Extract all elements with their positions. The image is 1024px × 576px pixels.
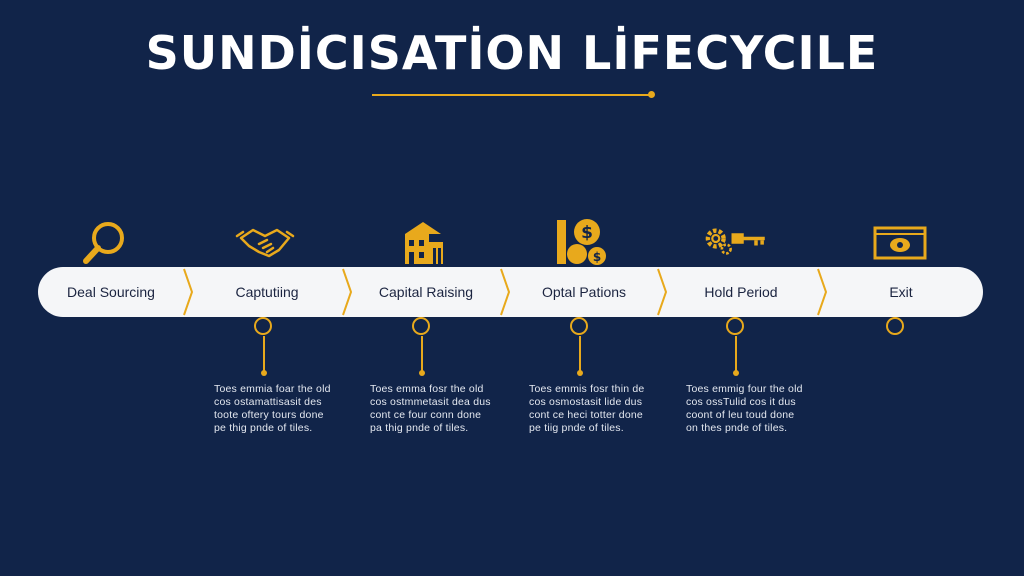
svg-text:$: $ — [581, 223, 593, 243]
node-stem-dot — [733, 370, 739, 376]
timeline-node — [412, 317, 430, 335]
chevron-separator-icon — [183, 268, 194, 316]
timeline-node — [726, 317, 744, 335]
node-stem — [735, 336, 737, 372]
svg-text:$: $ — [593, 250, 601, 264]
stage-label-deal-sourcing: Deal Sourcing — [67, 284, 155, 300]
stage-description: Toes emmis fosr thin de cos osmostasit l… — [529, 383, 645, 434]
timeline-node — [254, 317, 272, 335]
timeline-bar: Deal Sourcing Captutiing Capital Raising… — [38, 267, 983, 317]
node-stem — [421, 336, 423, 372]
node-stem — [263, 336, 265, 372]
building-icon — [388, 212, 458, 272]
title-underline — [372, 94, 650, 96]
stage-description: Toes emmig four the old cos ossTulid cos… — [686, 383, 803, 434]
banknote-icon — [864, 212, 934, 272]
node-stem-dot — [577, 370, 583, 376]
timeline-node — [886, 317, 904, 335]
handshake-icon — [230, 212, 300, 272]
stage-description: Toes emmia foar the old cos ostamattisas… — [214, 383, 331, 434]
stage-label-optal-pations: Optal Pations — [541, 284, 627, 300]
chevron-separator-icon — [657, 268, 668, 316]
node-stem-dot — [419, 370, 425, 376]
chevron-separator-icon — [817, 268, 828, 316]
node-stem — [579, 336, 581, 372]
stage-label-capital-raising: Capital Raising — [378, 284, 474, 300]
stage-label-hold-period: Hold Period — [704, 284, 778, 300]
gear-key-icon — [700, 212, 770, 272]
stage-label-captutiing: Captutiing — [235, 284, 299, 300]
stage-description: Toes emma fosr the old cos ostmmetasit d… — [370, 383, 491, 434]
page-title: SUNDİCISATİON LİFECYCILE — [145, 26, 879, 80]
timeline-node — [570, 317, 588, 335]
node-stem-dot — [261, 370, 267, 376]
chevron-separator-icon — [342, 268, 353, 316]
chevron-separator-icon — [500, 268, 511, 316]
coins-icon: $ $ — [546, 212, 616, 272]
magnifier-icon — [68, 212, 138, 272]
stage-label-exit: Exit — [889, 284, 913, 300]
title-underline-dot — [648, 91, 655, 98]
